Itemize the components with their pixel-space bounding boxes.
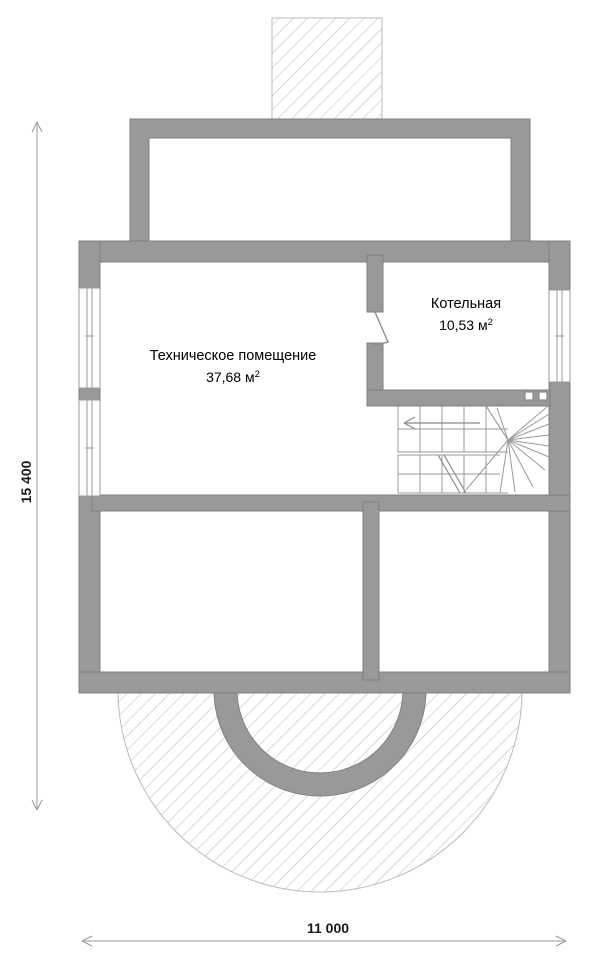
- window-left-upper: [78, 287, 101, 389]
- dimension-vertical-label: 15 400: [18, 460, 34, 503]
- boiler-room-door: [370, 311, 389, 346]
- window-left-lower: [78, 399, 101, 497]
- technical-room-name: Техническое помещение: [150, 348, 317, 364]
- window-right-boiler: [548, 289, 571, 383]
- vent-marker-left: [524, 391, 534, 401]
- boiler-room-name: Котельная: [431, 296, 501, 312]
- room-label-boiler: Котельная 10,53 м2: [431, 296, 501, 333]
- technical-room-area: 37,68 м2: [206, 369, 260, 385]
- interior-walls: [91, 254, 571, 681]
- semicircular-porch-wall: [213, 689, 427, 797]
- dimension-horizontal-label: 11 000: [307, 920, 349, 936]
- upper-block-walls: [129, 118, 531, 251]
- top-terrace: [271, 17, 383, 123]
- dimension-vertical: 15 400: [18, 121, 43, 811]
- dimension-horizontal: 11 000: [81, 920, 567, 947]
- vent-marker-right: [538, 391, 548, 401]
- staircase: [397, 405, 550, 494]
- boiler-room-area: 10,53 м2: [439, 317, 493, 333]
- room-label-technical: Техническое помещение 37,68 м2: [150, 348, 317, 385]
